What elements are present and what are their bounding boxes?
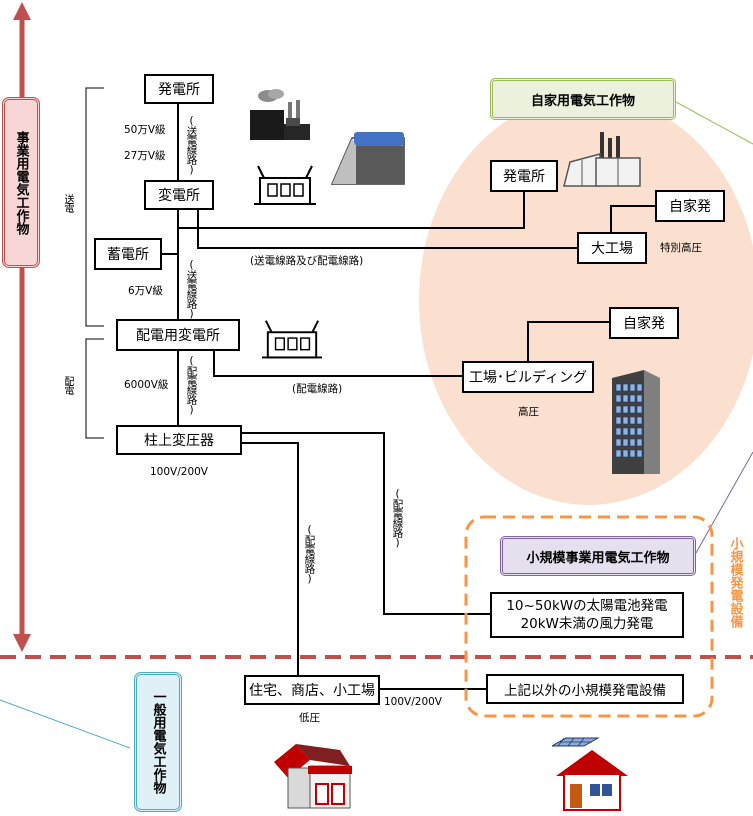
arrow-up-head bbox=[13, 2, 31, 20]
power-plant-icon bbox=[250, 89, 310, 140]
haiden-label: 配電 bbox=[62, 376, 73, 394]
jigyoyo-label-text: 事業用電気工作物 bbox=[13, 130, 29, 235]
jikahatsu1-box: 自家発 bbox=[655, 190, 725, 222]
solar-line1-text: 10~50kWの太陽電池発電 bbox=[506, 598, 668, 614]
koatsu-label: 高圧 bbox=[518, 406, 539, 418]
chikudensho-box: 蓄電所 bbox=[94, 238, 162, 270]
haiden-hendensho-text: 配電用変電所 bbox=[136, 328, 220, 344]
v270k-label: 27万V級 bbox=[124, 150, 166, 162]
shokibo-dashed-frame bbox=[464, 515, 714, 718]
daikojo-text: 大工場 bbox=[591, 241, 633, 257]
arrow-down-head bbox=[13, 634, 31, 652]
hendensho-box: 変電所 bbox=[144, 180, 214, 210]
hatsudensho-text: 発電所 bbox=[158, 82, 200, 98]
shop-icon bbox=[274, 744, 352, 809]
dam-icon bbox=[330, 132, 405, 185]
substation-icon-2 bbox=[262, 320, 322, 359]
other-small-box: 上記以外の小規模発電設備 bbox=[486, 674, 684, 704]
jikayo-connector bbox=[675, 101, 753, 145]
jika-hatsudensho-box: 発電所 bbox=[490, 160, 558, 192]
v100-200-b-label: 100V/200V bbox=[384, 696, 442, 708]
jikahatsu1-text: 自家発 bbox=[669, 199, 711, 215]
haiden-line-v1-label: (配電線路) bbox=[185, 355, 198, 415]
v60k-label: 6万V級 bbox=[128, 285, 163, 297]
chikudensho-text: 蓄電所 bbox=[107, 247, 149, 263]
soden-line2-label: (送電線路) bbox=[185, 259, 198, 319]
house-solar-icon bbox=[552, 737, 628, 811]
teiatsu-label: 低圧 bbox=[299, 712, 320, 724]
building-icon bbox=[612, 370, 660, 474]
daikojo-box: 大工場 bbox=[577, 232, 647, 264]
solar-box: 10~50kWの太陽電池発電 20kW未満の風力発電 bbox=[490, 592, 684, 638]
hendensho-text: 変電所 bbox=[158, 188, 200, 204]
jutaku-text: 住宅、商店、小工場 bbox=[249, 683, 375, 699]
ippan-label: 一般用電気工作物 bbox=[134, 672, 182, 812]
soden-haiden-label: (送電線路及び配電線路) bbox=[250, 255, 364, 267]
shokibo-hatsuden-text: 小規模発電設備 bbox=[727, 537, 743, 628]
jikayo-label: 自家用電気工作物 bbox=[490, 78, 676, 120]
ippan-label-text: 一般用電気工作物 bbox=[150, 690, 166, 794]
kojo-building-text: 工場･ビルディング bbox=[468, 370, 588, 386]
shokibo-jigyo-label: 小規模事業用電気工作物 bbox=[500, 536, 696, 576]
v100-200-a-label: 100V/200V bbox=[150, 466, 208, 478]
haiden-line-v2-label: (配電線路) bbox=[303, 524, 316, 584]
haiden-bracket bbox=[85, 338, 104, 439]
chujo-hen-atsuki-text: 柱上変圧器 bbox=[144, 433, 214, 449]
haiden-hendensho-box: 配電用変電所 bbox=[116, 319, 240, 351]
jika-hatsudensho-text: 発電所 bbox=[503, 169, 545, 185]
chujo-hen-atsuki-box: 柱上変圧器 bbox=[116, 425, 242, 455]
soden-bracket bbox=[85, 87, 104, 327]
shokibo-hatsuden-label: 小規模発電設備 bbox=[718, 520, 752, 645]
jikahatsu2-box: 自家発 bbox=[609, 307, 679, 339]
jutaku-box: 住宅、商店、小工場 bbox=[244, 675, 380, 705]
v6000-label: 6000V級 bbox=[124, 379, 169, 391]
ippan-connector bbox=[0, 699, 131, 749]
soden-line1-label: (送電線路) bbox=[185, 115, 198, 175]
substation-icon bbox=[254, 165, 316, 205]
other-small-text: 上記以外の小規模発電設備 bbox=[504, 683, 666, 699]
jikahatsu2-text: 自家発 bbox=[623, 316, 665, 332]
haiden-line-h-label: (配電線路) bbox=[292, 383, 343, 395]
haiden-line-v3-label: (配電線路) bbox=[391, 488, 404, 548]
thermal-plant-icon bbox=[563, 132, 641, 187]
solar-line2-text: 20kW未満の風力発電 bbox=[520, 616, 654, 632]
kojo-building-box: 工場･ビルディング bbox=[462, 361, 594, 393]
hatsudensho-box: 発電所 bbox=[144, 74, 214, 104]
jigyoyo-label: 事業用電気工作物 bbox=[2, 97, 40, 268]
shokibo-connector bbox=[695, 451, 753, 554]
tokubetsu-koatsu-label: 特別高圧 bbox=[660, 242, 702, 254]
jikayo-label-text: 自家用電気工作物 bbox=[530, 93, 635, 109]
v500k-label: 50万V級 bbox=[124, 124, 166, 136]
soden-label: 送電 bbox=[62, 194, 73, 212]
shokibo-jigyo-label-text: 小規模事業用電気工作物 bbox=[526, 550, 670, 566]
